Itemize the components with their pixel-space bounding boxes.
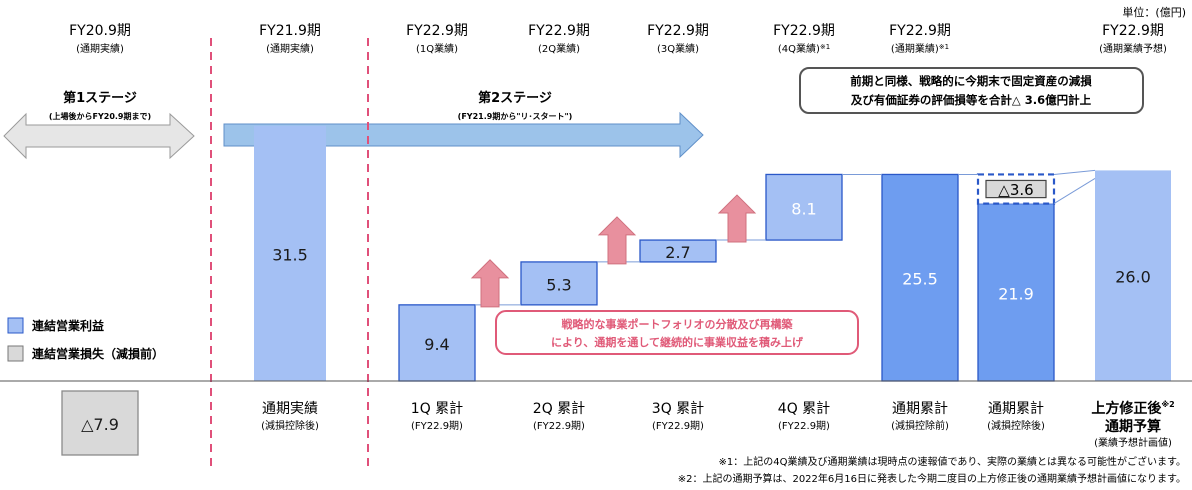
- bar-label-q2: 5.3: [546, 275, 571, 294]
- footnote-mark: ※1: [939, 43, 949, 51]
- bar-label-full: 25.5: [902, 270, 938, 289]
- impairment-callout-box: [799, 67, 1144, 114]
- column-header-budget: FY22.9期: [1102, 23, 1164, 39]
- legend-label-profit: 連結営業利益: [32, 318, 104, 333]
- bar-q2: [520, 261, 598, 306]
- stage1-title: 第1ステージ: [63, 90, 137, 106]
- bar-label-q1: 9.4: [424, 335, 449, 354]
- unit-label: 単位：(億円): [1122, 5, 1186, 19]
- column-headers: FY20.9期 (通期実績) FY21.9期 (通期実績) FY22.9期 (1Q業績) F…: [69, 23, 1167, 55]
- column-subheader-fy21: (通期実績): [266, 42, 314, 55]
- strategy-callout-line1: 戦略的な事業ポートフォリオの分散及び再構築: [562, 317, 794, 331]
- column-footer-full: 通期累計: [892, 401, 948, 417]
- bar-fy20: [61, 390, 139, 456]
- legend-label-loss: 連結営業損失（減損前）: [32, 346, 164, 361]
- column-header-fy21: FY21.9期: [259, 23, 321, 39]
- strategy-callout-line2: により、通期を通して継続的に事業収益を積み上げ: [551, 335, 804, 349]
- column-footer-budget: 上方修正後※2: [1091, 399, 1174, 417]
- column-header-q2: FY22.9期: [528, 23, 590, 39]
- column-header-full: FY22.9期: [889, 23, 951, 39]
- column-subheader-q3: (3Q業績): [657, 42, 699, 55]
- column-footer-note-budget: (業績予想計画値): [1094, 436, 1172, 449]
- impairment-callout-line1: 前期と同様、戦略的に今期末で固定資産の減損: [850, 74, 1092, 88]
- bar-label-fy21: 31.5: [272, 245, 308, 264]
- column-header-q4: FY22.9期: [773, 23, 835, 39]
- growth-arrow-icon: [470, 259, 510, 308]
- stage1-subtitle: (上場後からFY20.9期まで): [49, 111, 151, 121]
- column-footer-sub-fy21: (減損控除後): [261, 419, 319, 432]
- column-header-q3: FY22.9期: [647, 23, 709, 39]
- column-subheader-full: (通期業績)※1: [891, 42, 949, 55]
- bar-full2: [977, 202, 1055, 382]
- growth-arrows: [470, 194, 757, 308]
- column-footer-sub-budget: 通期予算: [1105, 418, 1161, 435]
- growth-arrow-icon: [717, 194, 757, 243]
- column-footer-sub-q2: (FY22.9期): [533, 420, 585, 432]
- bar-fy21: [254, 125, 326, 381]
- legend-swatch-profit: [7, 317, 24, 334]
- column-footer-q3: 3Q 累計: [652, 401, 704, 417]
- footnote-mark: ※1: [820, 43, 830, 51]
- bar-full: [881, 173, 959, 382]
- bar-label-full2: 21.9: [998, 284, 1034, 303]
- bar-budget: [1095, 170, 1171, 381]
- connector-line: [1053, 169, 1096, 175]
- column-footer-sub-full: (減損控除前): [891, 419, 949, 432]
- column-subheader-q1: (1Q業績): [416, 42, 458, 55]
- column-footer-sub-full2: (減損控除後): [987, 419, 1045, 432]
- legend-swatch-loss: [7, 345, 24, 362]
- impairment-label: △3.6: [998, 181, 1033, 199]
- column-footer-q1: 1Q 累計: [411, 401, 463, 417]
- connector-line: [1053, 177, 1096, 205]
- bar-label-q3: 2.7: [665, 243, 690, 262]
- footnote-mark: ※2: [1161, 399, 1174, 409]
- bars-layer: △7.9 31.5 9.4 5.3 2.7 8.1 25.5 21.9 26.0 △3.6: [61, 125, 1171, 456]
- stage2-title: 第2ステージ: [478, 90, 552, 106]
- strategy-callout-box: [495, 310, 859, 355]
- column-footer-q2: 2Q 累計: [533, 401, 585, 417]
- column-footer-fy21: 通期実績: [262, 401, 318, 417]
- column-footer-q4: 4Q 累計: [778, 401, 830, 417]
- stage1-arrow: [3, 112, 195, 160]
- column-footers: 通期実績 (減損控除後) 1Q 累計 (FY22.9期) 2Q 累計 (FY22.9期) 3…: [261, 399, 1175, 449]
- column-header-q1: FY22.9期: [406, 23, 468, 39]
- growth-arrow-icon: [597, 216, 637, 265]
- footnote-1: ※1：上記の4Q業績及び通期業績は現時点の速報値であり、実際の業績とは異なる可能…: [719, 455, 1186, 468]
- stage2-subtitle: (FY21.9期から"リ･スタート"): [458, 111, 573, 121]
- column-footer-full2: 通期累計: [988, 401, 1044, 417]
- impairment-value-box: [985, 179, 1047, 199]
- impairment-callout-line2: 及び有価証券の評価損等を合計△ 3.6億円計上: [851, 93, 1092, 107]
- column-subheader-q2: (2Q業績): [538, 42, 580, 55]
- column-footer-sub-q1: (FY22.9期): [411, 420, 463, 432]
- footnote-2: ※2：上記の通期予算は、2022年6月16日に発表した今期二度目の上方修正後の通…: [678, 472, 1186, 485]
- column-header-fy20: FY20.9期: [69, 23, 131, 39]
- column-subheader-q4: (4Q業績)※1: [778, 42, 830, 55]
- bar-q3: [639, 239, 717, 263]
- bar-label-fy20: △7.9: [81, 415, 119, 434]
- column-footer-sub-q3: (FY22.9期): [652, 420, 704, 432]
- column-footer-sub-q4: (FY22.9期): [778, 420, 830, 432]
- bar-label-budget: 26.0: [1115, 268, 1151, 287]
- column-subheader-fy20: (通期実績): [76, 42, 124, 55]
- column-subheader-budget: (通期業績予想): [1099, 42, 1167, 55]
- bar-q4: [765, 173, 843, 241]
- bar-label-q4: 8.1: [791, 199, 816, 218]
